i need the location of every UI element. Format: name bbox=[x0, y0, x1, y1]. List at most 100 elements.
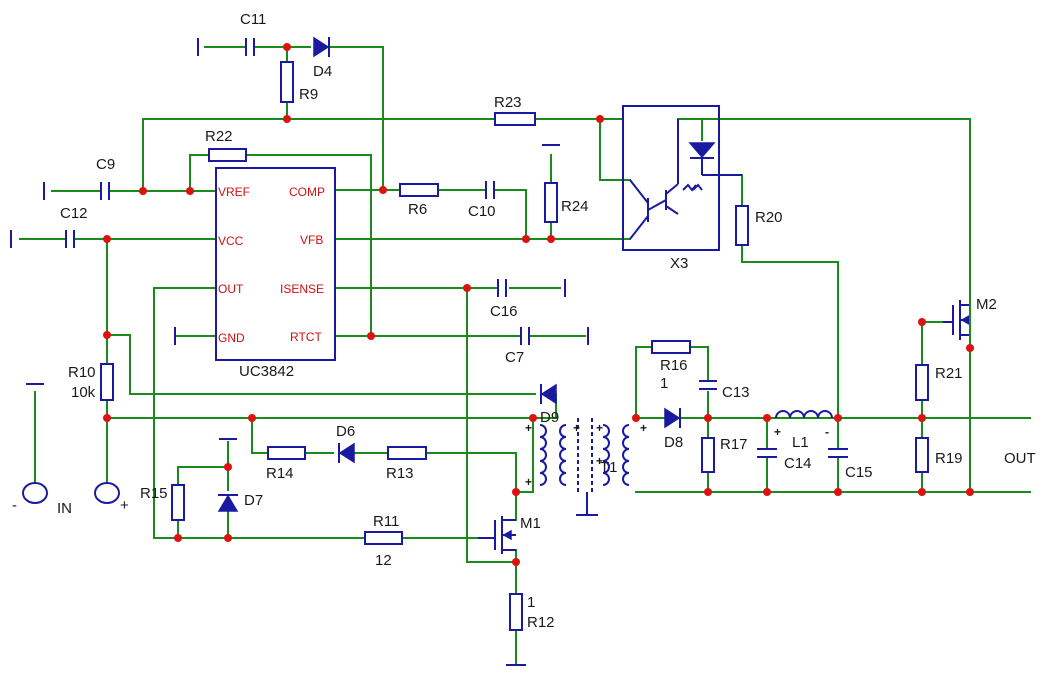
label-c16: C16 bbox=[490, 303, 518, 320]
label-c11: C11 bbox=[240, 11, 266, 28]
label-r11: R11 bbox=[373, 513, 399, 530]
label-r15: R15 bbox=[140, 485, 168, 502]
optocoupler-x3 bbox=[622, 105, 742, 251]
label-c13: C13 bbox=[722, 384, 750, 401]
junction-dots bbox=[103, 43, 974, 566]
resistor-r6 bbox=[399, 183, 439, 197]
label-r14: R14 bbox=[266, 465, 294, 482]
label-r12-value: 1 bbox=[527, 594, 535, 611]
pin-vref: VREF bbox=[218, 185, 250, 199]
resistor-r16 bbox=[651, 340, 691, 354]
diode-d4 bbox=[313, 36, 330, 58]
resistor-r21 bbox=[915, 364, 929, 401]
label-r21: R21 bbox=[935, 365, 963, 382]
capacitor-c12 bbox=[65, 230, 75, 248]
label-c15: C15 bbox=[845, 464, 873, 481]
pin-vcc: VCC bbox=[218, 234, 244, 248]
resistor-r10 bbox=[100, 363, 114, 401]
transformer-t1: + + + + + + bbox=[525, 418, 647, 515]
label-r20: R20 bbox=[755, 209, 783, 226]
capacitor-c15 bbox=[828, 448, 848, 458]
label-d6: D6 bbox=[336, 423, 355, 440]
mosfet-m2 bbox=[943, 299, 971, 349]
label-c12: C12 bbox=[60, 205, 88, 222]
capacitor-c10 bbox=[485, 181, 495, 199]
label-c7: C7 bbox=[505, 349, 524, 366]
svg-text:+: + bbox=[596, 421, 603, 435]
ground-symbols bbox=[10, 38, 598, 666]
label-out: OUT bbox=[1004, 450, 1036, 467]
label-d8: D8 bbox=[664, 434, 683, 451]
diode-d9 bbox=[540, 383, 557, 405]
label-r16-value: 1 bbox=[660, 375, 668, 392]
component-labels: C11 D4 R9 R23 R22 C9 C12 R6 C10 R24 R20 … bbox=[12, 11, 1036, 631]
label-r10-value: 10k bbox=[71, 384, 96, 401]
resistor-r13 bbox=[387, 446, 427, 460]
diodes bbox=[217, 36, 681, 512]
label-m1: M1 bbox=[520, 515, 541, 532]
capacitor-c11 bbox=[245, 38, 255, 56]
capacitor-c14 bbox=[757, 448, 777, 458]
resistor-r15 bbox=[171, 484, 185, 521]
label-uc3842: UC3842 bbox=[239, 363, 294, 380]
label-r22: R22 bbox=[205, 128, 233, 145]
label-x3: X3 bbox=[670, 255, 688, 272]
pin-isense: ISENSE bbox=[280, 282, 324, 296]
label-r13: R13 bbox=[386, 465, 414, 482]
label-c14: C14 bbox=[784, 455, 812, 472]
resistor-r14 bbox=[267, 446, 306, 460]
label-in-plus: + bbox=[120, 497, 129, 514]
label-d9: D9 bbox=[540, 409, 559, 426]
resistor-r9 bbox=[280, 61, 294, 103]
svg-text:+: + bbox=[596, 454, 603, 468]
resistor-r22 bbox=[208, 148, 247, 162]
label-r19: R19 bbox=[935, 450, 963, 467]
label-r24: R24 bbox=[561, 198, 589, 215]
resistor-r11 bbox=[364, 531, 403, 545]
label-in-minus: - bbox=[12, 497, 17, 514]
pin-vfb: VFB bbox=[300, 233, 323, 247]
label-r9: R9 bbox=[299, 86, 318, 103]
pin-out: OUT bbox=[218, 282, 244, 296]
pin-comp: COMP bbox=[289, 185, 325, 199]
resistor-r24 bbox=[544, 182, 558, 223]
svg-text:+: + bbox=[525, 475, 532, 489]
pin-gnd: GND bbox=[218, 331, 245, 345]
label-t1: T1 bbox=[600, 459, 618, 476]
resistor-r12 bbox=[509, 593, 523, 631]
label-r16: R16 bbox=[660, 357, 688, 374]
svg-text:+: + bbox=[573, 421, 580, 435]
capacitors bbox=[65, 38, 848, 458]
label-r12: R12 bbox=[527, 614, 555, 631]
input-terminals bbox=[22, 482, 120, 504]
label-r17: R17 bbox=[720, 436, 748, 453]
label-c9: C9 bbox=[96, 156, 115, 173]
ic-uc3842: VREF VCC OUT GND COMP VFB ISENSE RTCT bbox=[215, 167, 336, 361]
capacitor-c16 bbox=[497, 279, 507, 297]
diode-d7 bbox=[217, 494, 239, 512]
wires bbox=[19, 46, 1031, 666]
label-l1: L1 bbox=[792, 434, 809, 451]
capacitor-c7 bbox=[520, 327, 530, 345]
resistors bbox=[100, 61, 929, 631]
resistor-r17 bbox=[701, 437, 715, 473]
capacitor-c13 bbox=[699, 380, 717, 390]
resistor-r23 bbox=[494, 112, 536, 126]
mosfet-m1 bbox=[478, 516, 516, 554]
capacitor-c9 bbox=[100, 182, 110, 200]
resistor-r19 bbox=[915, 437, 929, 473]
svg-text:+: + bbox=[640, 421, 647, 435]
pin-rtct: RTCT bbox=[290, 330, 322, 344]
label-d4: D4 bbox=[313, 63, 332, 80]
label-r11-value: 12 bbox=[375, 552, 392, 569]
label-r10: R10 bbox=[68, 364, 96, 381]
svg-text:+: + bbox=[774, 425, 781, 439]
inductor-l1: + - bbox=[774, 410, 833, 439]
svg-text:-: - bbox=[825, 425, 829, 439]
label-r6: R6 bbox=[408, 201, 427, 218]
diode-d6 bbox=[338, 442, 355, 464]
resistor-r20 bbox=[735, 205, 749, 246]
label-d7: D7 bbox=[244, 492, 263, 509]
label-c10: C10 bbox=[468, 203, 496, 220]
